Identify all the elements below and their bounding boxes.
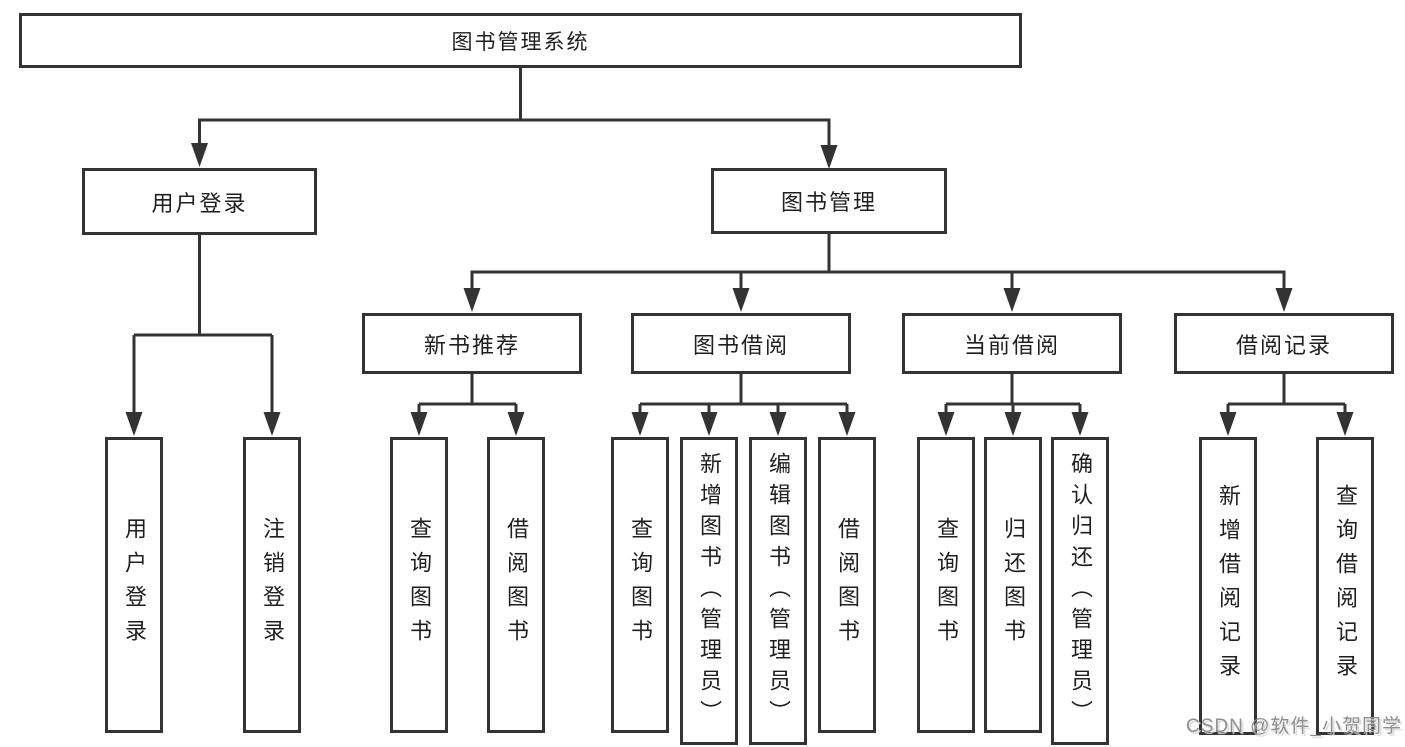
leaf-return-books: 归还图书 <box>984 437 1042 733</box>
node-book-management: 图书管理 <box>711 168 947 234</box>
node-borrowing-records: 借阅记录 <box>1174 313 1394 374</box>
leaf-query-books-borrowing: 查询图书 <box>611 437 669 733</box>
watermark: CSDN @软件_小贺同学 <box>1186 716 1402 737</box>
leaf-query-borrow-record: 查询借阅记录 <box>1316 437 1374 735</box>
leaf-query-books-recommend: 查询图书 <box>390 437 448 733</box>
leaf-borrow-books: 借阅图书 <box>818 437 876 733</box>
leaf-logout: 注销登录 <box>243 437 301 733</box>
leaf-add-borrow-record: 新增借阅记录 <box>1199 437 1257 735</box>
leaf-edit-books-admin: 编辑图书（管理员） <box>749 437 807 745</box>
node-new-book-recommendation: 新书推荐 <box>362 313 582 374</box>
node-library-management-system: 图书管理系统 <box>19 13 1022 68</box>
node-current-borrowing: 当前借阅 <box>902 313 1122 374</box>
leaf-add-books-admin: 新增图书（管理员） <box>680 437 738 745</box>
leaf-borrow-books-recommend: 借阅图书 <box>487 437 545 733</box>
leaf-query-books-current: 查询图书 <box>917 437 975 733</box>
node-book-borrowing: 图书借阅 <box>631 313 851 374</box>
leaf-user-login: 用户登录 <box>105 437 163 733</box>
node-user-login: 用户登录 <box>82 168 317 235</box>
leaf-confirm-return-admin: 确认归还（管理员） <box>1051 437 1109 745</box>
